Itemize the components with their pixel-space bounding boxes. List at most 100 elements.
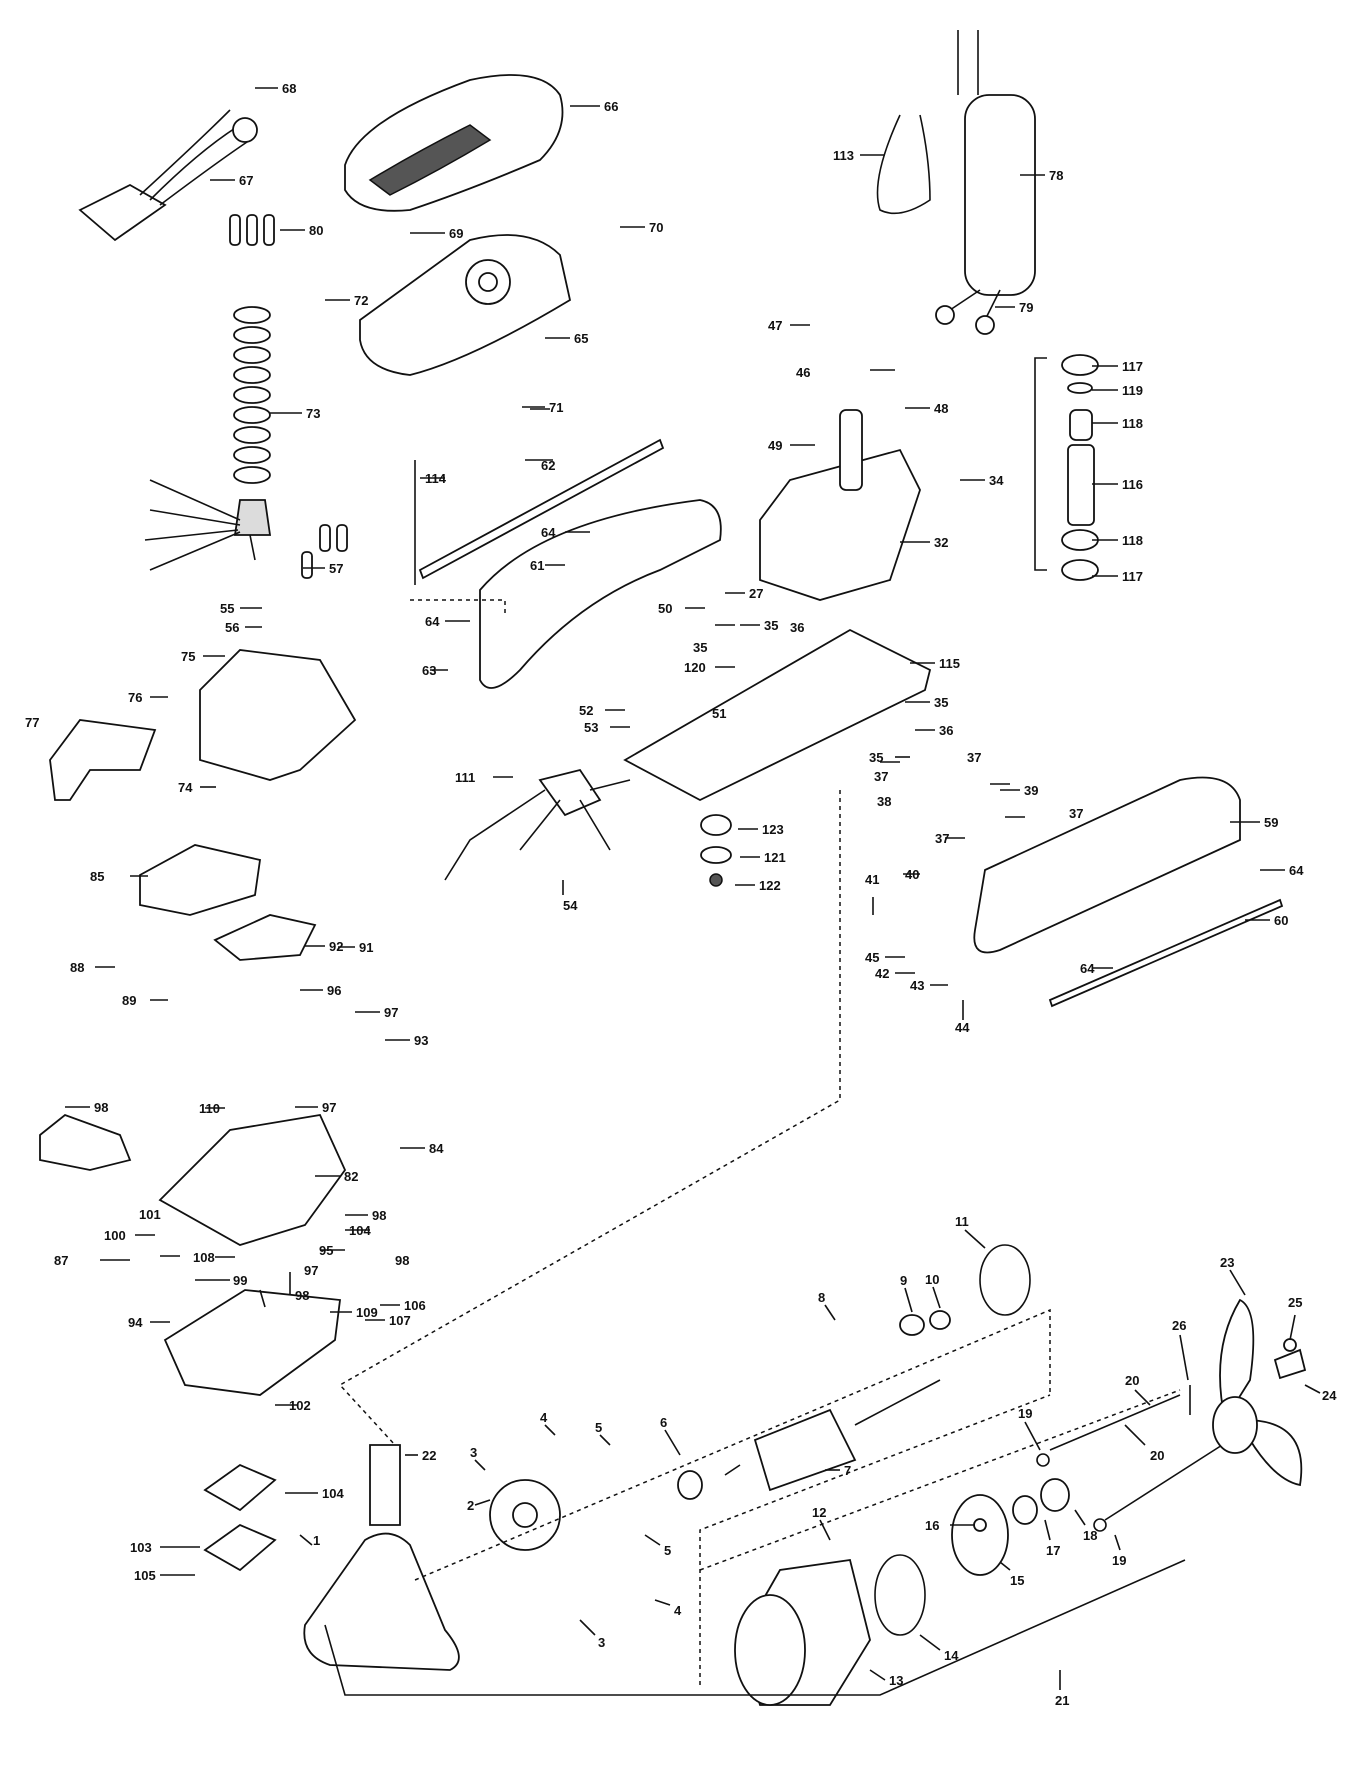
callout-108: 108 <box>193 1250 215 1265</box>
callout-72: 72 <box>354 293 368 308</box>
coil-cord-part <box>144 306 272 571</box>
callout-39: 39 <box>1024 783 1038 798</box>
callout-106: 106 <box>404 1298 426 1313</box>
callout-104-a: 104 <box>349 1223 371 1238</box>
callout-55: 55 <box>220 601 234 616</box>
callout-35-a: 35 <box>764 618 778 633</box>
callout-98-c: 98 <box>395 1253 409 1268</box>
callout-37-d: 37 <box>935 831 949 846</box>
callout-77: 77 <box>25 715 39 730</box>
pedal-plate-part <box>163 1289 342 1396</box>
callout-110: 110 <box>199 1101 220 1116</box>
bracket-mount-part <box>759 448 921 601</box>
callout-97-a: 97 <box>384 1005 398 1020</box>
callout-5-lower: 5 <box>664 1543 671 1558</box>
callout-65: 65 <box>574 331 588 346</box>
callout-43: 43 <box>910 978 924 993</box>
propeller-part <box>1219 1298 1255 1423</box>
callout-117-top: 117 <box>1122 359 1143 374</box>
callout-82: 82 <box>344 1169 358 1184</box>
callout-101: 101 <box>139 1207 161 1222</box>
callout-35-d: 35 <box>869 750 883 765</box>
callout-98-a: 98 <box>94 1100 108 1115</box>
callout-87: 87 <box>54 1253 68 1268</box>
callout-120: 120 <box>684 660 706 675</box>
callout-37-b: 37 <box>874 769 888 784</box>
callout-64-lower: 64 <box>1080 961 1095 976</box>
callout-20-lower: 20 <box>1150 1448 1164 1463</box>
callout-26: 26 <box>1172 1318 1186 1333</box>
callout-62: 62 <box>541 458 555 473</box>
callout-47: 47 <box>768 318 782 333</box>
callout-95: 95 <box>319 1243 333 1258</box>
callout-19-lower: 19 <box>1112 1553 1126 1568</box>
callout-97-c: 97 <box>304 1263 318 1278</box>
callout-4-lower: 4 <box>674 1603 682 1618</box>
callout-88: 88 <box>70 960 84 975</box>
callout-2: 2 <box>467 1498 474 1513</box>
rail-cover-part <box>973 776 1241 954</box>
callout-92: 92 <box>329 939 343 954</box>
callout-23: 23 <box>1220 1255 1234 1270</box>
callout-1: 1 <box>313 1533 320 1548</box>
callout-118-top: 118 <box>1122 416 1143 431</box>
callout-116: 116 <box>1122 477 1143 492</box>
callout-45: 45 <box>865 950 879 965</box>
callout-22: 22 <box>422 1448 436 1463</box>
part-drawings <box>39 30 1307 1706</box>
callout-37-c: 37 <box>1069 806 1083 821</box>
callout-51: 51 <box>712 706 726 721</box>
callout-91: 91 <box>359 940 373 955</box>
callout-74: 74 <box>178 780 193 795</box>
callout-104-b: 104 <box>322 1486 344 1501</box>
callout-16: 16 <box>925 1518 939 1533</box>
callout-8: 8 <box>818 1290 825 1305</box>
mount-rail-part <box>623 628 932 802</box>
callout-80: 80 <box>309 223 323 238</box>
callout-69: 69 <box>449 226 463 241</box>
callout-98-d: 98 <box>295 1288 309 1303</box>
callout-44: 44 <box>955 1020 970 1035</box>
callout-122: 122 <box>759 878 781 893</box>
armature-part <box>753 1408 857 1492</box>
callout-56: 56 <box>225 620 239 635</box>
callout-85: 85 <box>90 869 104 884</box>
callout-68: 68 <box>282 81 296 96</box>
callout-63: 63 <box>422 663 436 678</box>
assembly-lines <box>324 460 1186 1696</box>
callout-11: 11 <box>955 1214 969 1229</box>
callout-121: 121 <box>764 850 786 865</box>
callout-36-a: 36 <box>790 620 804 635</box>
callout-6: 6 <box>660 1415 667 1430</box>
callout-50: 50 <box>658 601 672 616</box>
callout-66: 66 <box>604 99 618 114</box>
callout-25: 25 <box>1288 1295 1302 1310</box>
callout-107: 107 <box>389 1313 411 1328</box>
callout-10: 10 <box>925 1272 939 1287</box>
callout-97-b: 97 <box>322 1100 336 1115</box>
callout-34: 34 <box>989 473 1004 488</box>
callout-100: 100 <box>104 1228 126 1243</box>
callout-27: 27 <box>749 586 763 601</box>
callout-37-a: 37 <box>967 750 981 765</box>
callout-113: 113 <box>833 148 854 163</box>
callout-70: 70 <box>649 220 663 235</box>
callout-76: 76 <box>128 690 142 705</box>
callout-36-b: 36 <box>939 723 953 738</box>
callout-64-upper: 64 <box>541 525 556 540</box>
callout-78: 78 <box>1049 168 1063 183</box>
callout-89: 89 <box>122 993 136 1008</box>
callout-4-upper: 4 <box>540 1410 548 1425</box>
callout-93: 93 <box>414 1033 428 1048</box>
circuit-board-part <box>78 183 167 242</box>
callout-71: 71 <box>549 400 563 415</box>
callout-7: 7 <box>844 1463 851 1478</box>
callout-118-bottom: 118 <box>1122 533 1143 548</box>
callout-13: 13 <box>889 1673 903 1688</box>
callout-48: 48 <box>934 401 948 416</box>
callout-leaders <box>65 87 1321 1690</box>
callout-75: 75 <box>181 649 195 664</box>
callout-119: 119 <box>1122 383 1143 398</box>
callout-20-upper: 20 <box>1125 1373 1139 1388</box>
